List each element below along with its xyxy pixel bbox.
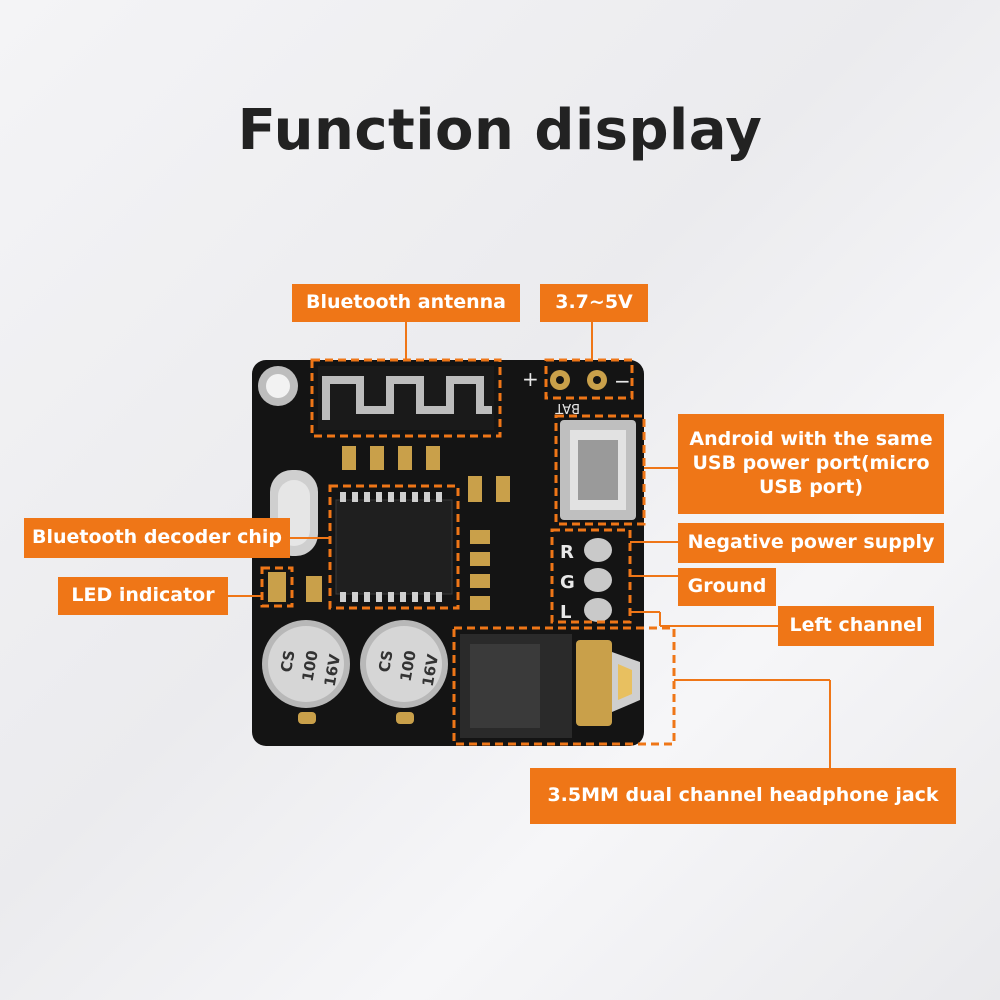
- headphone-jack: [460, 634, 640, 738]
- led-component: [268, 572, 286, 602]
- svg-text:CS: CS: [375, 649, 397, 674]
- led-highlight: [260, 566, 294, 608]
- capacitor-right: CS 100 16V: [360, 620, 448, 708]
- decoder-highlight: [328, 484, 460, 610]
- pin-letter-l: L: [560, 602, 571, 623]
- svg-text:16V: 16V: [419, 652, 442, 688]
- svg-text:CS: CS: [277, 649, 299, 674]
- svg-text:100: 100: [397, 649, 420, 683]
- minus-mark: −: [614, 369, 631, 393]
- svg-text:100: 100: [299, 649, 322, 683]
- label-left-channel: Left channel: [778, 606, 934, 646]
- pin-letter-r: R: [560, 542, 574, 563]
- audio-output-pins: [584, 538, 612, 622]
- label-usb-power-port: Android with the same USB power port(mic…: [678, 414, 944, 514]
- label-led-indicator: LED indicator: [58, 577, 228, 615]
- label-ground: Ground: [678, 568, 776, 606]
- page-title: Function display: [237, 98, 763, 163]
- bat-mark: BAT: [555, 400, 580, 415]
- svg-text:16V: 16V: [321, 652, 344, 688]
- plus-mark: +: [522, 367, 539, 391]
- label-negative-power-supply: Negative power supply: [678, 523, 944, 563]
- label-bluetooth-decoder-chip: Bluetooth decoder chip: [24, 518, 290, 558]
- capacitor-left: CS 100 16V: [262, 620, 350, 708]
- bat-pads: [550, 370, 607, 390]
- smd-components: [342, 446, 510, 610]
- pin-letter-g: G: [560, 572, 575, 593]
- usb-highlight: [554, 414, 646, 526]
- label-voltage: 3.7~5V: [540, 284, 648, 322]
- antenna-trace: [322, 376, 492, 420]
- label-bluetooth-antenna: Bluetooth antenna: [292, 284, 520, 322]
- voltage-highlight: [544, 358, 634, 400]
- decoder-chip: [335, 492, 453, 602]
- jack-highlight: [452, 626, 676, 746]
- label-headphone-jack: 3.5MM dual channel headphone jack: [530, 768, 956, 824]
